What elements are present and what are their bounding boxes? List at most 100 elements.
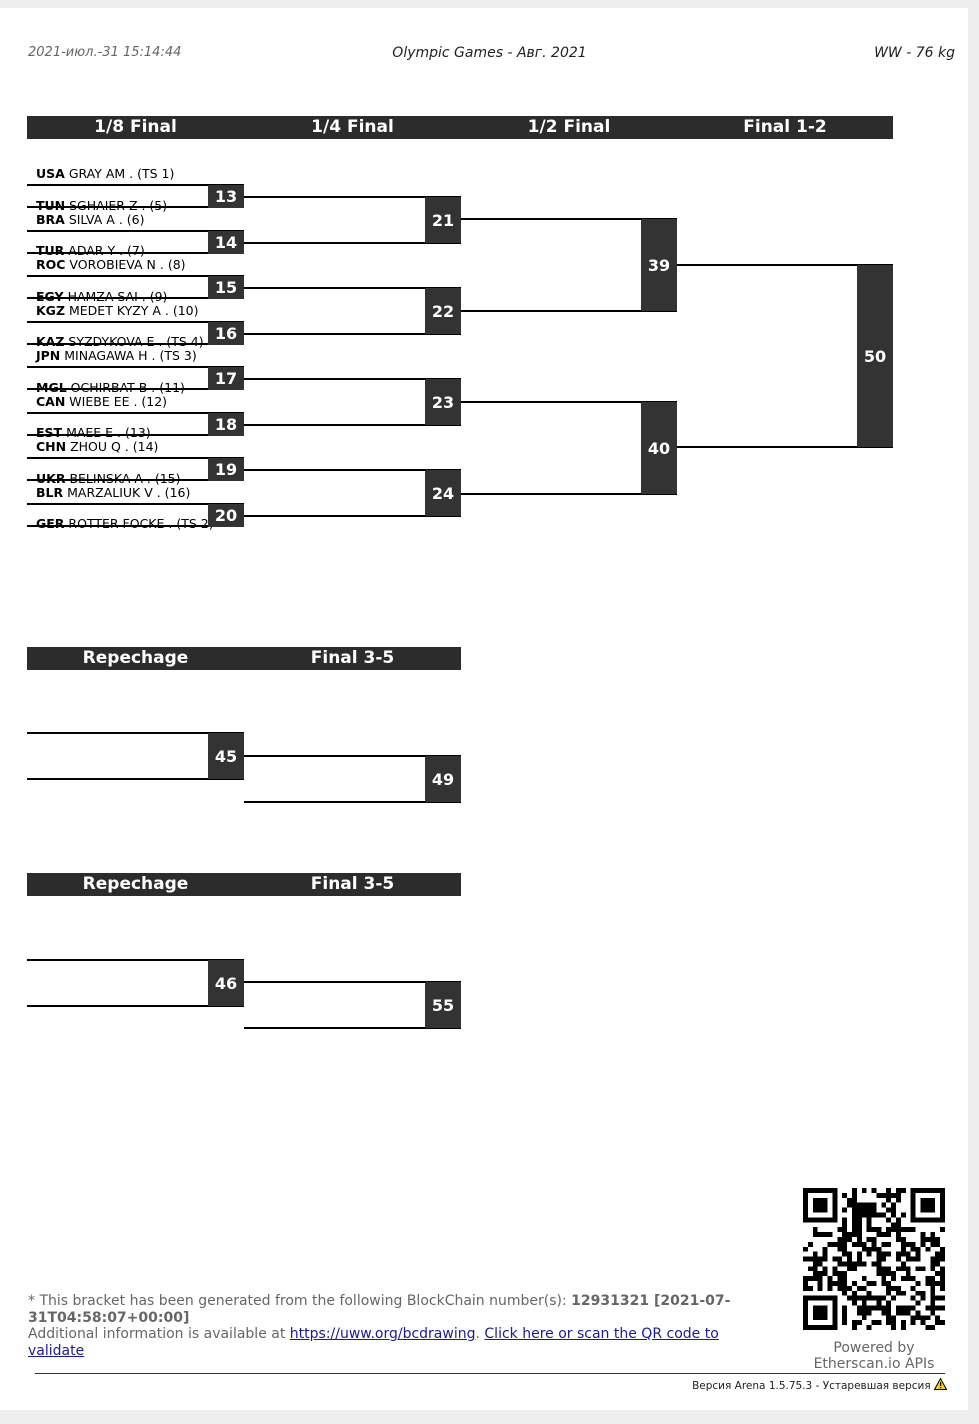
r16-line-top	[27, 275, 244, 277]
r16-line-bottom	[27, 297, 244, 299]
repechage-2-line-bottom	[27, 1005, 244, 1007]
athlete-entry[interactable]: CAN WIEBE EE . (12)	[36, 394, 208, 409]
repechage-label-2: Repechage	[82, 874, 189, 894]
athlete-entry[interactable]: KGZ MEDET KYZY A . (10)	[36, 303, 208, 318]
warning-triangle-icon	[933, 1377, 948, 1390]
athlete-country: TUN	[36, 198, 65, 213]
bout-box-50[interactable]: 50	[857, 265, 893, 447]
validate-link[interactable]: Click here or scan the QR code to valida…	[28, 1326, 719, 1359]
footer-divider	[35, 1373, 945, 1374]
athlete-entry[interactable]: BRA SILVA A . (6)	[36, 212, 208, 227]
r16-line-bottom	[27, 252, 244, 254]
bout-box-23[interactable]: 23	[425, 379, 461, 425]
bout-box-14[interactable]: 14	[208, 231, 244, 254]
athlete-entry[interactable]: EGY HAMZA SAI . (9)	[36, 289, 208, 304]
athlete-name: VOROBIEVA N . (8)	[69, 257, 186, 272]
athlete-country: KAZ	[36, 334, 65, 350]
athlete-country: JPN	[36, 348, 61, 363]
bout-box-17[interactable]: 17	[208, 367, 244, 390]
r16-line-bottom	[27, 343, 244, 345]
r16-line-top	[27, 412, 244, 414]
athlete-name: ADAR Y . (7)	[68, 243, 145, 259]
athlete-entry[interactable]: EST MAEE E . (13)	[36, 425, 208, 440]
r16-line-bottom	[27, 479, 244, 481]
bracket-sheet	[0, 8, 968, 1410]
qf-line-bottom	[244, 424, 461, 426]
athlete-name: SILVA A . (6)	[68, 211, 145, 227]
repechage-final-label-2: Final 3-5	[310, 874, 395, 894]
bcdrawing-link[interactable]: https://uww.org/bcdrawing	[289, 1326, 476, 1342]
r16-line-top	[27, 503, 244, 505]
r16-line-top	[27, 366, 244, 368]
r16-line-top	[27, 321, 244, 323]
repechage-label-1: Repechage	[82, 648, 189, 668]
bout-box-22[interactable]: 22	[425, 288, 461, 334]
bout-box-46[interactable]: 46	[208, 960, 244, 1006]
r16-line-top	[27, 184, 244, 186]
athlete-entry[interactable]: KAZ SYZDYKOVA E . (TS 4)	[36, 334, 208, 349]
athlete-country: BLR	[36, 484, 64, 500]
athlete-country: EGY	[36, 289, 64, 304]
qf-line-bottom	[244, 515, 461, 517]
athlete-entry[interactable]: TUN SGHAIER Z . (5)	[36, 198, 208, 213]
athlete-entry[interactable]: ROC VOROBIEVA N . (8)	[36, 257, 208, 272]
athlete-country: MGL	[36, 380, 67, 395]
qf-line-top	[244, 196, 461, 198]
athlete-country: GER	[36, 516, 65, 532]
r16-line-bottom	[27, 388, 244, 390]
round-label-sf: 1/2 Final	[527, 117, 611, 137]
athlete-name: MEDET KYZY A . (10)	[69, 302, 199, 318]
athlete-name: HAMZA SAI . (9)	[68, 289, 168, 304]
athlete-entry[interactable]: JPN MINAGAWA H . (TS 3)	[36, 348, 208, 363]
athlete-entry[interactable]: BLR MARZALIUK V . (16)	[36, 485, 208, 500]
round-label-qf: 1/4 Final	[311, 117, 394, 137]
bout-box-39[interactable]: 39	[641, 219, 677, 311]
athlete-country: CAN	[36, 393, 66, 409]
r16-line-bottom	[27, 434, 244, 436]
athlete-country: ROC	[36, 257, 66, 272]
r16-line-bottom	[27, 206, 244, 208]
athlete-country: EST	[36, 425, 63, 441]
repechage-1-line-bottom	[27, 778, 244, 780]
qr-code[interactable]	[803, 1188, 945, 1330]
qf-line-bottom	[244, 242, 461, 244]
athlete-country: UKR	[36, 471, 65, 486]
athlete-entry[interactable]: CHN ZHOU Q . (14)	[36, 439, 208, 454]
bout-box-16[interactable]: 16	[208, 322, 244, 345]
sf-line-bottom	[461, 493, 677, 495]
bout-box-49[interactable]: 49	[425, 756, 461, 802]
bout-box-19[interactable]: 19	[208, 458, 244, 481]
repechage-2-final-line-top	[244, 981, 461, 983]
athlete-entry[interactable]: UKR BELINSKA A . (15)	[36, 471, 208, 486]
repechage-2-line-top	[27, 959, 244, 961]
rounds-header-bar	[27, 116, 893, 139]
athlete-name: ZHOU Q . (14)	[70, 439, 159, 454]
athlete-name: MINAGAWA H . (TS 3)	[64, 348, 197, 363]
version-info: Версия Arena 1.5.75.3 - Устаревшая верси…	[692, 1377, 948, 1392]
athlete-country: USA	[36, 166, 65, 181]
bout-box-13[interactable]: 13	[208, 185, 244, 208]
athlete-entry[interactable]: USA GRAY AM . (TS 1)	[36, 166, 208, 181]
bout-box-24[interactable]: 24	[425, 470, 461, 516]
athlete-country: TUR	[36, 243, 65, 259]
qf-line-top	[244, 287, 461, 289]
print-timestamp: 2021-июл.-31 15:14:44	[28, 45, 182, 60]
repechage-header-bar-2	[27, 873, 461, 896]
weight-category: WW - 76 kg	[874, 45, 955, 61]
final-line-top	[677, 264, 893, 266]
athlete-entry[interactable]: TUR ADAR Y . (7)	[36, 243, 208, 258]
bout-box-45[interactable]: 45	[208, 733, 244, 779]
repechage-header-bar-1	[27, 647, 461, 670]
bout-box-20[interactable]: 20	[208, 504, 244, 527]
bout-box-15[interactable]: 15	[208, 276, 244, 299]
repechage-1-line-top	[27, 732, 244, 734]
athlete-entry[interactable]: MGL OCHIRBAT B . (11)	[36, 380, 208, 395]
athlete-entry[interactable]: GER ROTTER FOCKE . (TS 2)	[36, 516, 214, 532]
bout-box-21[interactable]: 21	[425, 197, 461, 243]
bout-box-18[interactable]: 18	[208, 413, 244, 436]
athlete-name: MARZALIUK V . (16)	[67, 484, 191, 500]
bout-box-55[interactable]: 55	[425, 982, 461, 1028]
qf-line-top	[244, 378, 461, 380]
bout-box-40[interactable]: 40	[641, 402, 677, 494]
athlete-country: CHN	[36, 439, 67, 454]
